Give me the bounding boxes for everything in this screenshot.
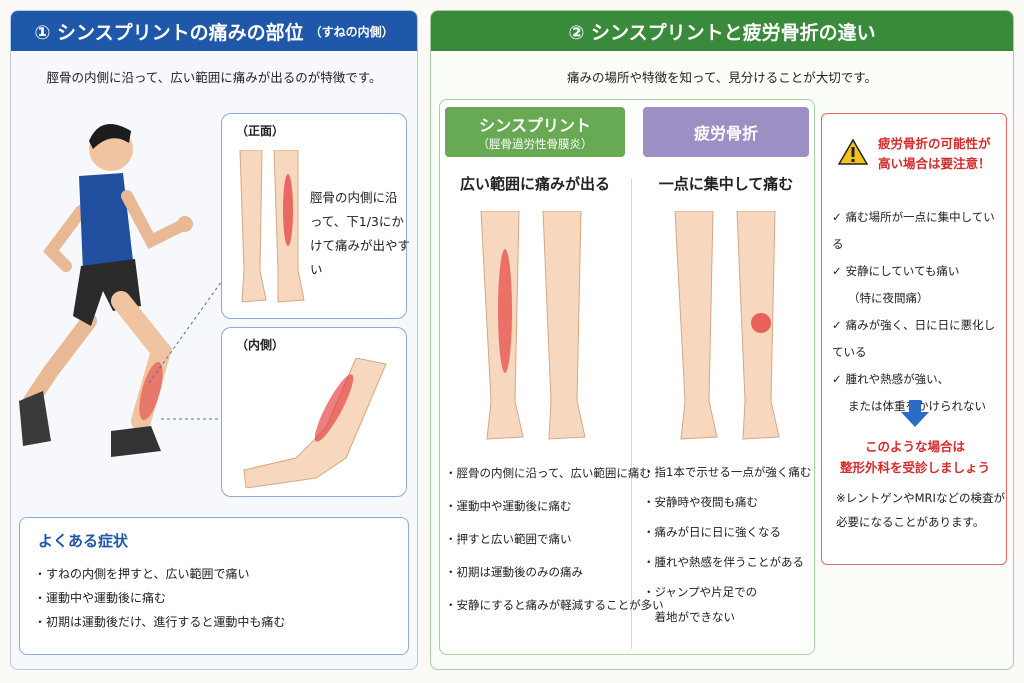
warning-heading: 疲労骨折の可能性が 高い場合は要注意！ (878, 134, 991, 174)
warning-advice-line2: 整形外科を受診しましょう (839, 460, 990, 475)
front-label: （正面） (236, 124, 285, 138)
check-text: 痛む場所が一点に集中している (832, 210, 995, 251)
runner-illustration (19, 123, 226, 457)
check-text: 痛みが強く、日に日に悪化している (832, 318, 996, 359)
shin-features-list: ・脛骨の内側に沿って、広い範囲に痛む ・運動中や運動後に痛む ・押すと広い範囲で… (445, 457, 664, 622)
symptoms-box: よくある症状 ・すねの内側を押すと、広い範囲で痛い ・運動中や運動後に痛む ・初… (19, 517, 409, 655)
shin-pain-area (498, 249, 512, 373)
shin-splint-tag: シンスプリント （脛骨過労性骨膜炎） (445, 107, 625, 157)
check-icon: ✓ (832, 372, 842, 386)
fracture-pain-point (751, 313, 771, 333)
inner-leg-illustration (243, 358, 387, 488)
fracture-feature: ・安静時や夜間も痛む (643, 495, 758, 509)
shin-heading: 広い範囲に痛みが出る (459, 175, 610, 193)
check-item: ✓腫れや熱感が強い、 (832, 366, 1006, 393)
check-item: ✓痛みが強く、日に日に悪化している (832, 312, 1006, 366)
check-icon: ✓ (832, 264, 842, 278)
fracture-feature: ・指1本で示せる一点が強く痛む (643, 465, 812, 479)
runner-pain-area (139, 361, 163, 421)
left-subtitle: 脛骨の内側に沿って、広い範囲に痛みが出るのが特徴です。 (46, 70, 382, 85)
shin-legs-illustration (480, 211, 586, 440)
front-legs-illustration (239, 150, 305, 303)
inner-label: （内側） (236, 338, 285, 352)
check-text: （特に夜間痛） (848, 291, 929, 305)
shin-feature: ・初期は運動後のみの痛み (445, 565, 583, 579)
right-header: ② シンスプリントと疲労骨折の違い (431, 11, 1013, 51)
left-header: ① シンスプリントの痛みの部位 （すねの内側） (11, 11, 417, 51)
shin-feature: ・押すと広い範囲で痛い (445, 532, 572, 546)
symptoms-list: ・すねの内側を押すと、広い範囲で痛い ・運動中や運動後に痛む ・初期は運動後だけ… (34, 562, 285, 634)
fracture-legs-illustration (674, 211, 780, 440)
warning-advice: このような場合は 整形外科を受診しましょう (822, 436, 1008, 478)
left-title: ① シンスプリントの痛みの部位 (34, 21, 304, 44)
warning-advice-line1: このような場合は (864, 439, 965, 454)
left-title-small: （すねの内側） (309, 24, 394, 39)
panel-comparison: ② シンスプリントと疲労骨折の違い 痛みの場所や特徴を知って、見分けることが大切… (430, 10, 1014, 670)
fracture-feature: ・腫れや熱感を伴うことがある (643, 555, 804, 569)
symptom-item: ・運動中や運動後に痛む (34, 591, 167, 605)
warning-heading-line1: 疲労骨折の可能性が (878, 136, 991, 151)
inner-pain-area (314, 374, 354, 442)
symptoms-title: よくある症状 (38, 532, 129, 550)
warning-icon (838, 138, 868, 165)
inner-view-box: （内側） (221, 327, 407, 497)
fracture-features-list: ・指1本で示せる一点が強く痛む ・安静時や夜間も痛む ・痛みが日に日に強くなる … (643, 457, 811, 627)
front-description: 脛骨の内側に沿って、下1/3にかけて痛みが出やすい (310, 190, 411, 277)
symptom-item: ・すねの内側を押すと、広い範囲で痛い (34, 567, 250, 581)
check-item: ✓痛む場所が一点に集中している (832, 204, 1006, 258)
check-text: 腫れや熱感が強い、 (845, 372, 950, 386)
warning-note: ※レントゲンやMRIなどの検査が必要になることがあります。 (836, 491, 1005, 529)
fracture-heading: 一点に集中して痛む (658, 175, 794, 193)
check-icon: ✓ (832, 210, 842, 224)
front-view-box: （正面） 脛骨の内側に沿って、下1/3にかけて痛みが出やすい (221, 113, 411, 319)
panel-shin-splint-location: ① シンスプリントの痛みの部位 （すねの内側） 脛骨の内側に沿って、広い範囲に痛… (10, 10, 418, 670)
shin-tag-label: シンスプリント (479, 116, 591, 135)
fracture-tag-label: 疲労骨折 (693, 124, 758, 143)
check-icon: ✓ (832, 318, 842, 332)
shin-feature: ・脛骨の内側に沿って、広い範囲に痛む (445, 466, 651, 480)
warning-checklist: ✓痛む場所が一点に集中している ✓安静にしていても痛い （特に夜間痛） ✓痛みが… (832, 204, 1006, 420)
symptom-item: ・初期は運動後だけ、進行すると運動中も痛む (34, 615, 286, 629)
arrow-down-icon (901, 400, 929, 427)
warning-heading-line2: 高い場合は要注意！ (878, 156, 991, 171)
fracture-feature: 着地ができない (643, 610, 735, 624)
check-text: 安静にしていても痛い (845, 264, 960, 278)
column-divider (631, 179, 632, 649)
check-item: （特に夜間痛） (832, 285, 1006, 312)
fracture-tag: 疲労骨折 (643, 107, 809, 157)
front-pain-area (283, 174, 293, 246)
fracture-feature: ・痛みが日に日に強くなる (643, 525, 781, 539)
right-subtitle: 痛みの場所や特徴を知って、見分けることが大切です。 (566, 70, 877, 85)
check-item: ✓安静にしていても痛い (832, 258, 1006, 285)
fracture-feature: ・ジャンプや片足での (643, 585, 758, 599)
shin-feature: ・運動中や運動後に痛む (445, 499, 572, 513)
shin-tag-sub: （脛骨過労性骨膜炎） (477, 137, 593, 151)
shin-feature: ・安静にすると痛みが軽減することが多い (445, 598, 664, 612)
right-title: ② シンスプリントと疲労骨折の違い (568, 21, 876, 44)
warning-box: 疲労骨折の可能性が 高い場合は要注意！ ✓痛む場所が一点に集中している ✓安静に… (821, 113, 1007, 565)
